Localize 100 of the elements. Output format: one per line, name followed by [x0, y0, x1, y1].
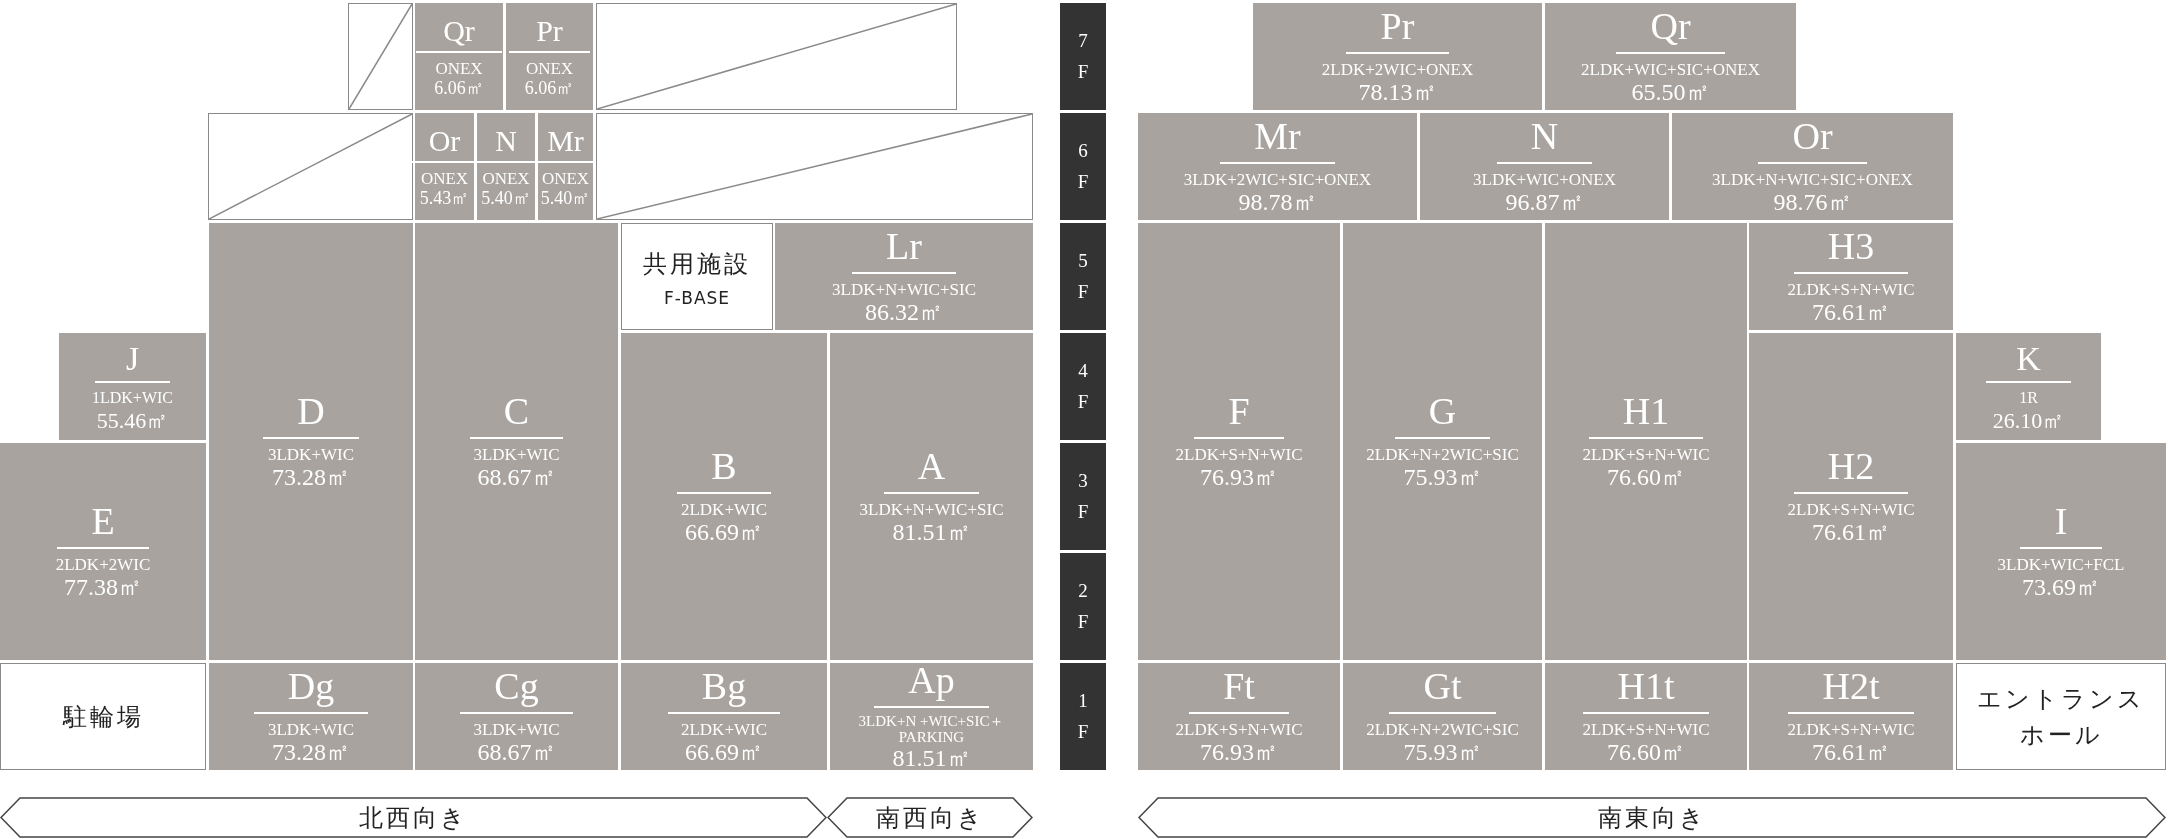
floor-label-box [1060, 333, 1106, 440]
floor-plan-type: ONEX [482, 168, 530, 189]
unit-name: J [95, 339, 170, 384]
floor-plan-type: 3LDK+WIC [267, 719, 355, 740]
floor-area: 81.51㎡ [892, 519, 971, 547]
floor-area: 78.13㎡ [1358, 79, 1437, 107]
facility-box [1956, 663, 2166, 770]
floor-number: 1 F [1076, 689, 1090, 744]
unit-name: Qr [416, 13, 502, 53]
unit-box [1138, 663, 1340, 770]
unit-name: E [57, 501, 149, 549]
unit-box [1749, 333, 1953, 660]
floor-label-box [1060, 443, 1106, 550]
facility-box [0, 663, 206, 770]
floor-area: 68.67㎡ [477, 464, 556, 492]
floor-area: 65.50㎡ [1631, 79, 1710, 107]
floor-plan-type: 2LDK+S+N+WIC [1787, 499, 1915, 520]
floor-plan-type: 2LDK+2WIC+ONEX [1321, 59, 1474, 80]
unit-box [1545, 663, 1747, 770]
floor-area: 75.93㎡ [1403, 739, 1482, 767]
floor-area: 5.40㎡ [540, 188, 591, 210]
facility-name: 駐輪場 [62, 702, 144, 732]
floor-plan-type: 3LDK+WIC+FCL [1997, 554, 2125, 575]
floor-plan-type: 3LDK+WIC+ONEX [1473, 169, 1616, 190]
unit-name: Lr [851, 226, 957, 274]
unit-name: Bg [667, 666, 781, 714]
direction-label: 北西向き [359, 803, 468, 833]
direction-band [827, 797, 1033, 838]
direction-band [1138, 797, 2166, 838]
floor-plan-type: 2LDK+S+N+WIC [1787, 719, 1915, 740]
unit-box [1138, 223, 1340, 660]
facility-name: 共用施設 [643, 249, 751, 279]
unit-box [506, 3, 593, 110]
floor-area: 98.76㎡ [1773, 189, 1852, 217]
unit-box [209, 223, 413, 660]
unit-box [621, 663, 827, 770]
unit-name: H1 [1588, 391, 1704, 439]
unit-box [1343, 223, 1542, 660]
floor-plan-type: ONEX [420, 168, 469, 189]
unit-name: Or [1758, 116, 1867, 164]
floor-plan-type: 3LDK+N +WIC+SIC＋PARKING [857, 713, 1006, 746]
unit-box [1420, 113, 1669, 220]
floor-label-box [1060, 663, 1106, 770]
floor-area: 66.69㎡ [685, 519, 763, 547]
unit-name: Gt [1389, 666, 1496, 714]
floor-area: 77.38㎡ [64, 574, 142, 602]
floor-area: 76.61㎡ [1812, 299, 1890, 327]
floor-area: 73.28㎡ [272, 739, 350, 767]
unit-name: D [263, 391, 359, 439]
floor-plan-type: 1R [2019, 389, 2038, 408]
unit-box [1343, 663, 1542, 770]
unit-box [209, 663, 413, 770]
floor-plan-type: ONEX [541, 168, 590, 189]
unit-box [1956, 443, 2166, 660]
floor-plan-type: ONEX [435, 58, 483, 79]
unit-box [1545, 223, 1747, 660]
unit-name: Cg [460, 666, 573, 714]
floor-plan-type: 2LDK+WIC [680, 499, 768, 520]
floor-area: 76.60㎡ [1607, 464, 1685, 492]
floor-plan-type: 3LDK+WIC [473, 444, 560, 465]
floor-area: 76.61㎡ [1812, 519, 1890, 547]
floor-plan-type: 2LDK+S+N+WIC [1582, 444, 1710, 465]
floor-plan-type: 3LDK+WIC [473, 719, 560, 740]
floor-plan-type: 2LDK+S+N+WIC [1787, 279, 1915, 300]
unit-box [1956, 333, 2101, 440]
unit-box [1253, 3, 1542, 110]
facility-name: エントランスホール [1977, 684, 2145, 750]
unit-box [1749, 223, 1953, 330]
direction-label: 南西向き [875, 803, 985, 833]
facility-box [621, 223, 773, 330]
floor-number: 4 F [1076, 359, 1090, 414]
unit-name: H3 [1793, 226, 1909, 274]
floor-area: 68.67㎡ [477, 739, 556, 767]
floor-area: 5.43㎡ [419, 188, 470, 210]
floor-plan-type: 3LDK+WIC [267, 444, 355, 465]
floor-number: 7 F [1076, 29, 1090, 84]
floor-plan-type: 3LDK+N+WIC+SIC [859, 499, 1004, 520]
floor-area: 96.87㎡ [1505, 189, 1584, 217]
floor-plan-type: 3LDK+2WIC+SIC+ONEX [1183, 169, 1372, 190]
floor-label-box [1060, 3, 1106, 110]
unit-name: Pr [1346, 6, 1449, 54]
floor-plan-type: 2LDK+WIC [680, 719, 768, 740]
unit-box [621, 333, 827, 660]
unit-box [1545, 3, 1796, 110]
unit-name: F [1194, 391, 1284, 439]
floor-label-box [1060, 113, 1106, 220]
unit-name: B [677, 446, 771, 494]
unit-name: H2 [1793, 446, 1909, 494]
floor-number: 3 F [1076, 469, 1090, 524]
unit-name: Dg [253, 666, 369, 714]
floor-plan-type: 2LDK+N+2WIC+SIC [1366, 719, 1519, 740]
floor-area: 76.61㎡ [1812, 739, 1890, 767]
unit-name: I [2020, 501, 2102, 549]
unit-name: Ap [874, 660, 989, 708]
floor-area: 26.10㎡ [1992, 407, 2065, 434]
unit-box [775, 223, 1033, 330]
floor-area: 81.51㎡ [892, 745, 971, 773]
floor-area: 98.78㎡ [1238, 189, 1317, 217]
unit-name: N [1496, 116, 1593, 164]
unit-name: A [883, 446, 980, 494]
